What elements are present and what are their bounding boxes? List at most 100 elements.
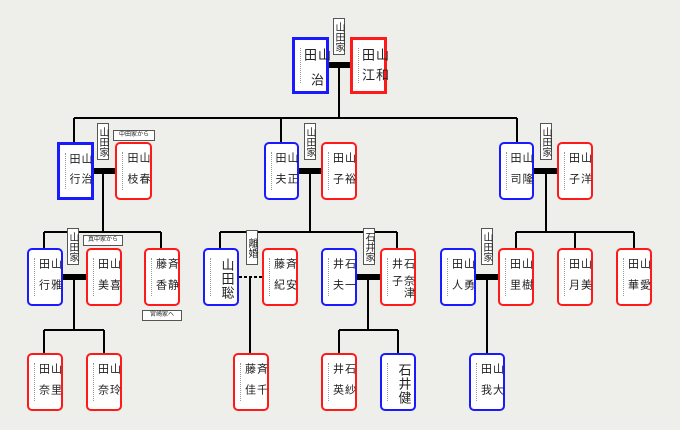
birth-date-text xyxy=(447,258,451,296)
surname: 石井 xyxy=(331,258,357,270)
given-name: 雅行 xyxy=(37,279,63,291)
birth-date-text xyxy=(34,258,38,296)
person-card-hayato[interactable]: 山田勇人 xyxy=(440,248,476,306)
birth-date-text xyxy=(387,363,391,401)
person-card-yoko[interactable]: 山田洋子 xyxy=(557,142,593,200)
house-label: 山田家 xyxy=(97,123,109,160)
surname: 山田 xyxy=(567,258,593,270)
surname: 山田 xyxy=(509,152,534,164)
house-label: 石井家 xyxy=(363,228,375,265)
birth-date-text xyxy=(269,258,273,296)
person-card-masao[interactable]: 山田正夫 xyxy=(264,142,299,200)
person-card-kazue[interactable]: 山田和江 xyxy=(350,37,388,94)
person-card-mizuki[interactable]: 山田美月 xyxy=(557,248,593,306)
surname: 山田 xyxy=(301,48,330,62)
birth-date-text xyxy=(65,153,69,189)
surname: 石井 xyxy=(390,258,416,270)
person-card-kimi[interactable]: 山田喜美 xyxy=(86,248,122,306)
house-label: 山田家 xyxy=(540,123,552,160)
person-card-harue[interactable]: 山田春枝 xyxy=(115,142,152,200)
surname: 山田 xyxy=(626,258,652,270)
origin-note: 宮崎家へ xyxy=(142,310,182,321)
surname: 山田 xyxy=(274,152,299,164)
surname: 山田 xyxy=(508,258,534,270)
surname: 斉藤 xyxy=(154,258,180,270)
person-card-aki[interactable]: 斉藤安紀 xyxy=(262,248,298,306)
given-name: 治行 xyxy=(68,173,93,185)
given-name: 春枝 xyxy=(126,173,151,185)
person-card-juri[interactable]: 山田樹里 xyxy=(498,248,534,306)
given-name: 治 xyxy=(308,73,323,87)
person-card-rina[interactable]: 山田里奈 xyxy=(27,353,63,411)
origin-note: 真中家から xyxy=(83,235,123,246)
birth-date-text xyxy=(300,48,304,83)
given-name: 玲奈 xyxy=(96,384,122,396)
surname: 斉藤 xyxy=(272,258,298,270)
birth-date-text xyxy=(505,258,509,296)
birth-date-text xyxy=(34,363,38,401)
surname: 山田 xyxy=(359,48,388,62)
birth-date-text xyxy=(564,152,568,190)
surname: 山田 xyxy=(450,258,476,270)
person-card-natsuko[interactable]: 石井奈津子 xyxy=(380,248,416,306)
surname: 山田 xyxy=(96,363,122,375)
person-card-kazuo[interactable]: 石井一夫 xyxy=(321,248,357,306)
given-name: 樹里 xyxy=(508,279,534,291)
surname: 山田 xyxy=(218,258,234,286)
birth-date-text xyxy=(210,258,214,296)
birth-date-text xyxy=(93,363,97,401)
given-name: 和江 xyxy=(359,67,388,82)
birth-date-text xyxy=(358,48,362,83)
surname: 石井 xyxy=(331,363,357,375)
surname: 山田 xyxy=(567,152,593,164)
given-name: 一夫 xyxy=(331,279,357,291)
birth-date-text xyxy=(564,258,568,296)
person-card-masayuki[interactable]: 山田雅行 xyxy=(27,248,63,306)
given-name: 隆司 xyxy=(509,173,534,185)
person-card-shizuka[interactable]: 斉藤静香 xyxy=(144,248,180,306)
person-card-taiga[interactable]: 山田大我 xyxy=(469,353,505,411)
birth-date-text xyxy=(506,152,510,190)
birth-date-text xyxy=(623,258,627,296)
given-name: 大我 xyxy=(479,384,505,396)
person-card-satoshi[interactable]: 山田聡 xyxy=(203,248,239,306)
person-card-osamu[interactable]: 山田治 xyxy=(292,37,330,94)
given-name: 里奈 xyxy=(37,384,63,396)
house-label: 山田家 xyxy=(67,228,79,265)
person-card-sae[interactable]: 石井紗英 xyxy=(321,353,357,411)
person-card-reina[interactable]: 山田玲奈 xyxy=(86,353,122,411)
person-card-yuko[interactable]: 山田裕子 xyxy=(321,142,357,200)
birth-date-text xyxy=(122,152,126,190)
birth-date-text xyxy=(328,152,332,190)
birth-date-text xyxy=(271,152,275,190)
person-card-ken[interactable]: 石井健 xyxy=(380,353,416,411)
given-name: 勇人 xyxy=(450,279,476,291)
given-name: 健 xyxy=(395,391,411,405)
birth-date-text xyxy=(328,363,332,401)
person-card-takashi[interactable]: 山田隆司 xyxy=(499,142,534,200)
house-label: 山田家 xyxy=(333,18,345,55)
person-card-chika[interactable]: 斉藤千佳 xyxy=(233,353,269,411)
given-name: 洋子 xyxy=(567,173,593,185)
given-name: 裕子 xyxy=(331,173,357,185)
given-name: 正夫 xyxy=(274,173,299,185)
given-name: 千佳 xyxy=(243,384,269,396)
birth-date-text xyxy=(387,258,391,296)
surname: 山田 xyxy=(479,363,505,375)
house-label: 山田家 xyxy=(304,123,316,160)
surname: 山田 xyxy=(37,363,63,375)
surname: 山田 xyxy=(331,152,357,164)
person-card-haruyuki[interactable]: 山田治行 xyxy=(57,142,94,200)
house-label: 山田家 xyxy=(481,228,493,265)
surname: 山田 xyxy=(126,152,151,164)
divorce-label: 離婚 xyxy=(246,230,258,265)
origin-note: 中田家から xyxy=(113,130,155,141)
given-name: 静香 xyxy=(154,279,180,291)
given-name: 美月 xyxy=(567,279,593,291)
birth-date-text xyxy=(240,363,244,401)
birth-date-text xyxy=(476,363,480,401)
surname: 山田 xyxy=(37,258,63,270)
person-card-aika[interactable]: 山田愛華 xyxy=(616,248,652,306)
given-name: 喜美 xyxy=(96,279,122,291)
given-name: 奈津子 xyxy=(390,274,416,299)
